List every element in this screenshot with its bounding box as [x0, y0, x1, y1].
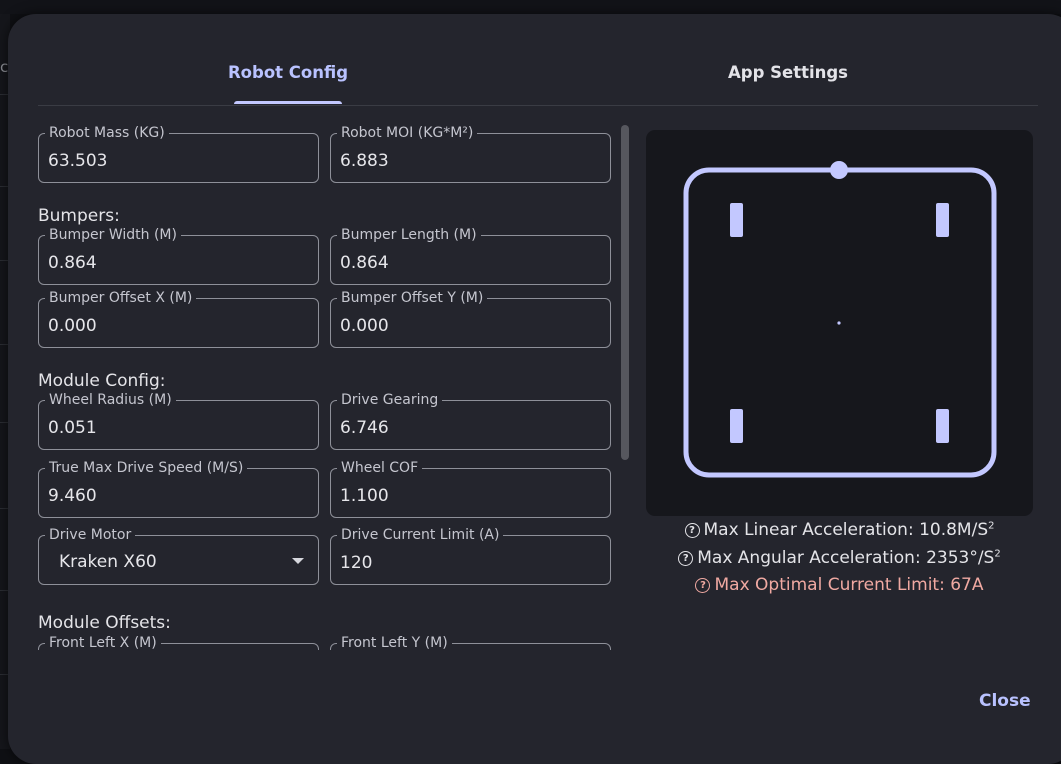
bumper-width-field[interactable]: Bumper Width (M) 0.864 [38, 226, 319, 285]
settings-dialog: Robot Config App Settings Robot Mass (KG… [8, 14, 1061, 764]
bumpers-heading: Bumpers: [38, 206, 120, 226]
bumper-length-label: Bumper Length (M) [337, 226, 481, 244]
drive-gearing-field[interactable]: Drive Gearing 6.746 [330, 391, 611, 450]
bumper-offset-y-field[interactable]: Bumper Offset Y (M) 0.000 [330, 289, 611, 348]
robot-config-form[interactable]: Robot Mass (KG) 63.503 Robot MOI (KG*M²)… [38, 126, 614, 650]
drive-current-limit-label: Drive Current Limit (A) [337, 526, 504, 544]
active-tab-indicator [234, 101, 342, 104]
help-icon[interactable]: ? [695, 578, 711, 593]
front-left-y-label: Front Left Y (M) [337, 634, 452, 650]
drive-gearing-input[interactable]: 6.746 [340, 418, 389, 438]
help-icon[interactable]: ? [684, 523, 700, 538]
true-max-speed-field[interactable]: True Max Drive Speed (M/S) 9.460 [38, 459, 319, 518]
wheel-cof-label: Wheel COF [337, 459, 423, 477]
max-linear-acceleration-text: Max Linear Acceleration: 10.8M/S [703, 520, 989, 540]
bumper-offset-x-input[interactable]: 0.000 [48, 316, 97, 336]
robot-mass-field[interactable]: Robot Mass (KG) 63.503 [38, 126, 319, 183]
robot-heading-marker [830, 161, 848, 179]
tab-bar: Robot Config App Settings [38, 14, 1038, 106]
close-button[interactable]: Close [979, 691, 1031, 711]
module-back-right [936, 409, 949, 443]
module-offsets-heading: Module Offsets: [38, 613, 171, 633]
help-icon[interactable]: ? [678, 551, 694, 566]
bumper-offset-x-field[interactable]: Bumper Offset X (M) 0.000 [38, 289, 319, 348]
bumper-width-input[interactable]: 0.864 [48, 253, 97, 273]
front-left-y-field[interactable]: Front Left Y (M) [330, 634, 611, 650]
bumper-width-label: Bumper Width (M) [45, 226, 181, 244]
bumper-length-field[interactable]: Bumper Length (M) 0.864 [330, 226, 611, 285]
drive-motor-select[interactable]: Drive Motor Kraken X60 [38, 526, 319, 585]
squared-superscript: 2 [994, 548, 1001, 560]
true-max-speed-label: True Max Drive Speed (M/S) [45, 459, 248, 477]
bumper-offset-y-label: Bumper Offset Y (M) [337, 289, 488, 307]
drive-current-limit-input[interactable]: 120 [340, 553, 373, 573]
max-angular-acceleration-text: Max Angular Acceleration: 2353°/S [697, 548, 995, 568]
max-optimal-current-limit-text: Max Optimal Current Limit: 67A [714, 575, 984, 595]
drive-motor-label: Drive Motor [45, 526, 136, 544]
module-front-right [936, 203, 949, 237]
wheel-cof-field[interactable]: Wheel COF 1.100 [330, 459, 611, 518]
module-front-left [730, 203, 743, 237]
squared-superscript: 2 [988, 520, 995, 532]
max-angular-acceleration: ?Max Angular Acceleration: 2353°/S2 [646, 548, 1033, 568]
background-top-strip [0, 0, 1061, 14]
robot-moi-label: Robot MOI (KG*M²) [337, 126, 478, 142]
max-optimal-current-limit: ?Max Optimal Current Limit: 67A [646, 575, 1033, 595]
robot-moi-input[interactable]: 6.883 [340, 151, 389, 171]
robot-center-point [837, 321, 841, 325]
tab-app-settings[interactable]: App Settings [727, 63, 849, 82]
tab-robot-config[interactable]: Robot Config [227, 63, 349, 82]
dropdown-arrow-icon[interactable] [292, 558, 304, 564]
robot-mass-input[interactable]: 63.503 [48, 151, 108, 171]
true-max-speed-input[interactable]: 9.460 [48, 486, 97, 506]
module-config-heading: Module Config: [38, 371, 166, 391]
bumper-length-input[interactable]: 0.864 [340, 253, 389, 273]
bumper-offset-x-label: Bumper Offset X (M) [45, 289, 197, 307]
wheel-radius-field[interactable]: Wheel Radius (M) 0.051 [38, 391, 319, 450]
robot-moi-field[interactable]: Robot MOI (KG*M²) 6.883 [330, 126, 611, 183]
form-scrollbar[interactable] [621, 125, 629, 460]
robot-mass-label: Robot Mass (KG) [45, 126, 169, 142]
wheel-cof-input[interactable]: 1.100 [340, 486, 389, 506]
front-left-x-field[interactable]: Front Left X (M) [38, 634, 319, 650]
wheel-radius-label: Wheel Radius (M) [45, 391, 176, 409]
front-left-x-label: Front Left X (M) [45, 634, 161, 650]
max-linear-acceleration: ?Max Linear Acceleration: 10.8M/S2 [646, 520, 1033, 540]
robot-preview-panel [646, 130, 1033, 516]
bumper-offset-y-input[interactable]: 0.000 [340, 316, 389, 336]
drive-motor-value: Kraken X60 [59, 552, 157, 572]
module-back-left [730, 409, 743, 443]
drive-gearing-label: Drive Gearing [337, 391, 443, 409]
wheel-radius-input[interactable]: 0.051 [48, 418, 97, 438]
drive-current-limit-field[interactable]: Drive Current Limit (A) 120 [330, 526, 611, 585]
robot-preview-drawing [683, 161, 997, 478]
background-left-panel [0, 14, 10, 749]
